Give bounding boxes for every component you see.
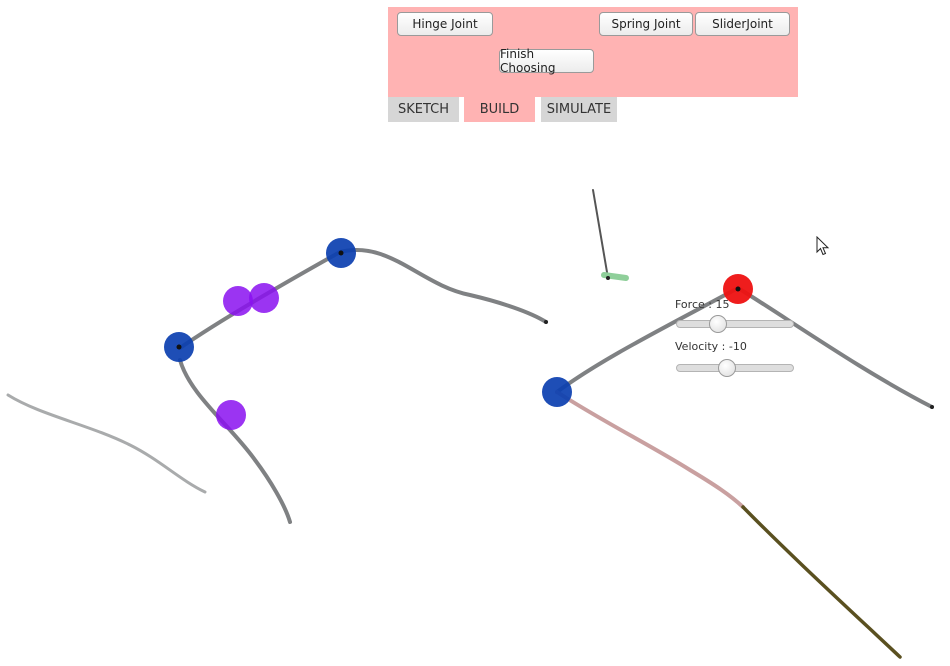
spring-stroke[interactable]: [555, 390, 745, 509]
force-label: Force : 15: [675, 298, 730, 311]
joint-toolbar: Hinge Joint Spring Joint SliderJoint Fin…: [388, 7, 798, 97]
velocity-label: Velocity : -10: [675, 340, 747, 353]
green-marker: [601, 272, 629, 281]
arrow-cursor-icon: [816, 236, 830, 256]
joint-blue[interactable]: [542, 377, 572, 407]
slider-joint-button[interactable]: SliderJoint: [695, 12, 790, 36]
stroke-end-dot: [606, 276, 610, 280]
velocity-slider-handle[interactable]: [718, 359, 736, 377]
finish-choosing-button[interactable]: Finish Choosing: [499, 47, 594, 75]
joint-purple[interactable]: [223, 286, 253, 316]
stroke-end-dot: [544, 320, 548, 324]
tab-sketch[interactable]: SKETCH: [388, 97, 459, 122]
sketch-stroke[interactable]: [178, 358, 292, 524]
stroke-end-dot: [930, 405, 934, 409]
tab-simulate[interactable]: SIMULATE: [541, 97, 617, 122]
sketch-stroke[interactable]: [6, 393, 207, 494]
hinge-joint-button[interactable]: Hinge Joint: [397, 12, 493, 36]
force-slider-track[interactable]: [676, 320, 794, 328]
force-slider-handle[interactable]: [709, 315, 727, 333]
sketch-stroke[interactable]: [592, 189, 609, 279]
joint-center-dot: [176, 344, 182, 350]
joint-center-dot: [735, 286, 741, 292]
joint-purple[interactable]: [216, 400, 246, 430]
slider-stroke[interactable]: [741, 505, 902, 659]
spring-joint-button[interactable]: Spring Joint: [599, 12, 693, 36]
joint-purple[interactable]: [249, 283, 279, 313]
joint-center-dot: [338, 250, 344, 256]
tab-build[interactable]: BUILD: [464, 97, 535, 122]
